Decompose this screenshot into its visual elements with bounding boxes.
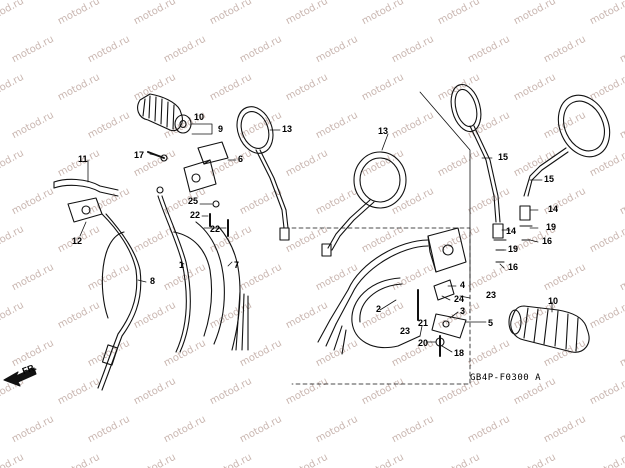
callout-15-b: 15 [544,174,555,184]
callout-14-a: 14 [506,226,517,236]
callout-23-right: 23 [486,290,497,300]
callout-18: 18 [454,348,465,358]
callout-22-a: 22 [190,210,201,220]
left-switch-housing [183,141,229,193]
callout-16-a: 16 [508,262,519,272]
wiring-harness [317,239,429,355]
callout-2: 2 [376,304,382,314]
callout-19-b: 19 [546,222,557,232]
callout-9: 9 [218,124,224,134]
left-grip [137,93,192,134]
callout-17: 17 [134,150,145,160]
assembly-box [291,227,471,385]
callout-24: 24 [454,294,465,304]
callout-3: 3 [460,306,466,316]
screw-head-17 [160,154,168,162]
callout-16-b: 16 [542,236,553,246]
right-grip [508,305,590,353]
callout-12: 12 [72,236,83,246]
throttle-cables [156,186,249,353]
right-mirror-2 [519,94,611,241]
callout-21: 21 [418,318,429,328]
front-arrow-icon [3,367,37,387]
center-mirror [321,151,407,257]
callout-6: 6 [238,154,244,164]
callout-1: 1 [179,260,185,270]
right-mirror-1 [450,83,507,263]
callout-5: 5 [488,318,494,328]
callout-10-right: 10 [548,296,559,306]
callout-4: 4 [460,280,466,290]
callout-7: 7 [234,260,240,270]
clutch-cable [97,213,142,391]
callout-13-left: 13 [282,124,293,134]
callout-13-center: 13 [378,126,389,136]
callout-10-left: 10 [194,112,205,122]
left-mirror [236,106,290,241]
callout-15-a: 15 [498,152,509,162]
diagram-code: GB4P-F0300 A [470,373,542,383]
bolts-left [209,200,229,237]
callout-11: 11 [78,154,88,164]
callout-20: 20 [418,338,429,348]
brake-lever-hardware [417,279,467,357]
leader-line [419,91,471,291]
callout-23-left: 23 [400,326,411,336]
callout-8: 8 [150,276,156,286]
callout-22-b: 22 [210,224,221,234]
clutch-lever [53,178,119,223]
right-switch-housing [427,227,467,273]
callout-14-b: 14 [548,204,559,214]
callout-leaders [79,123,553,353]
callout-19-a: 19 [508,244,519,254]
callout-25: 25 [188,196,199,206]
